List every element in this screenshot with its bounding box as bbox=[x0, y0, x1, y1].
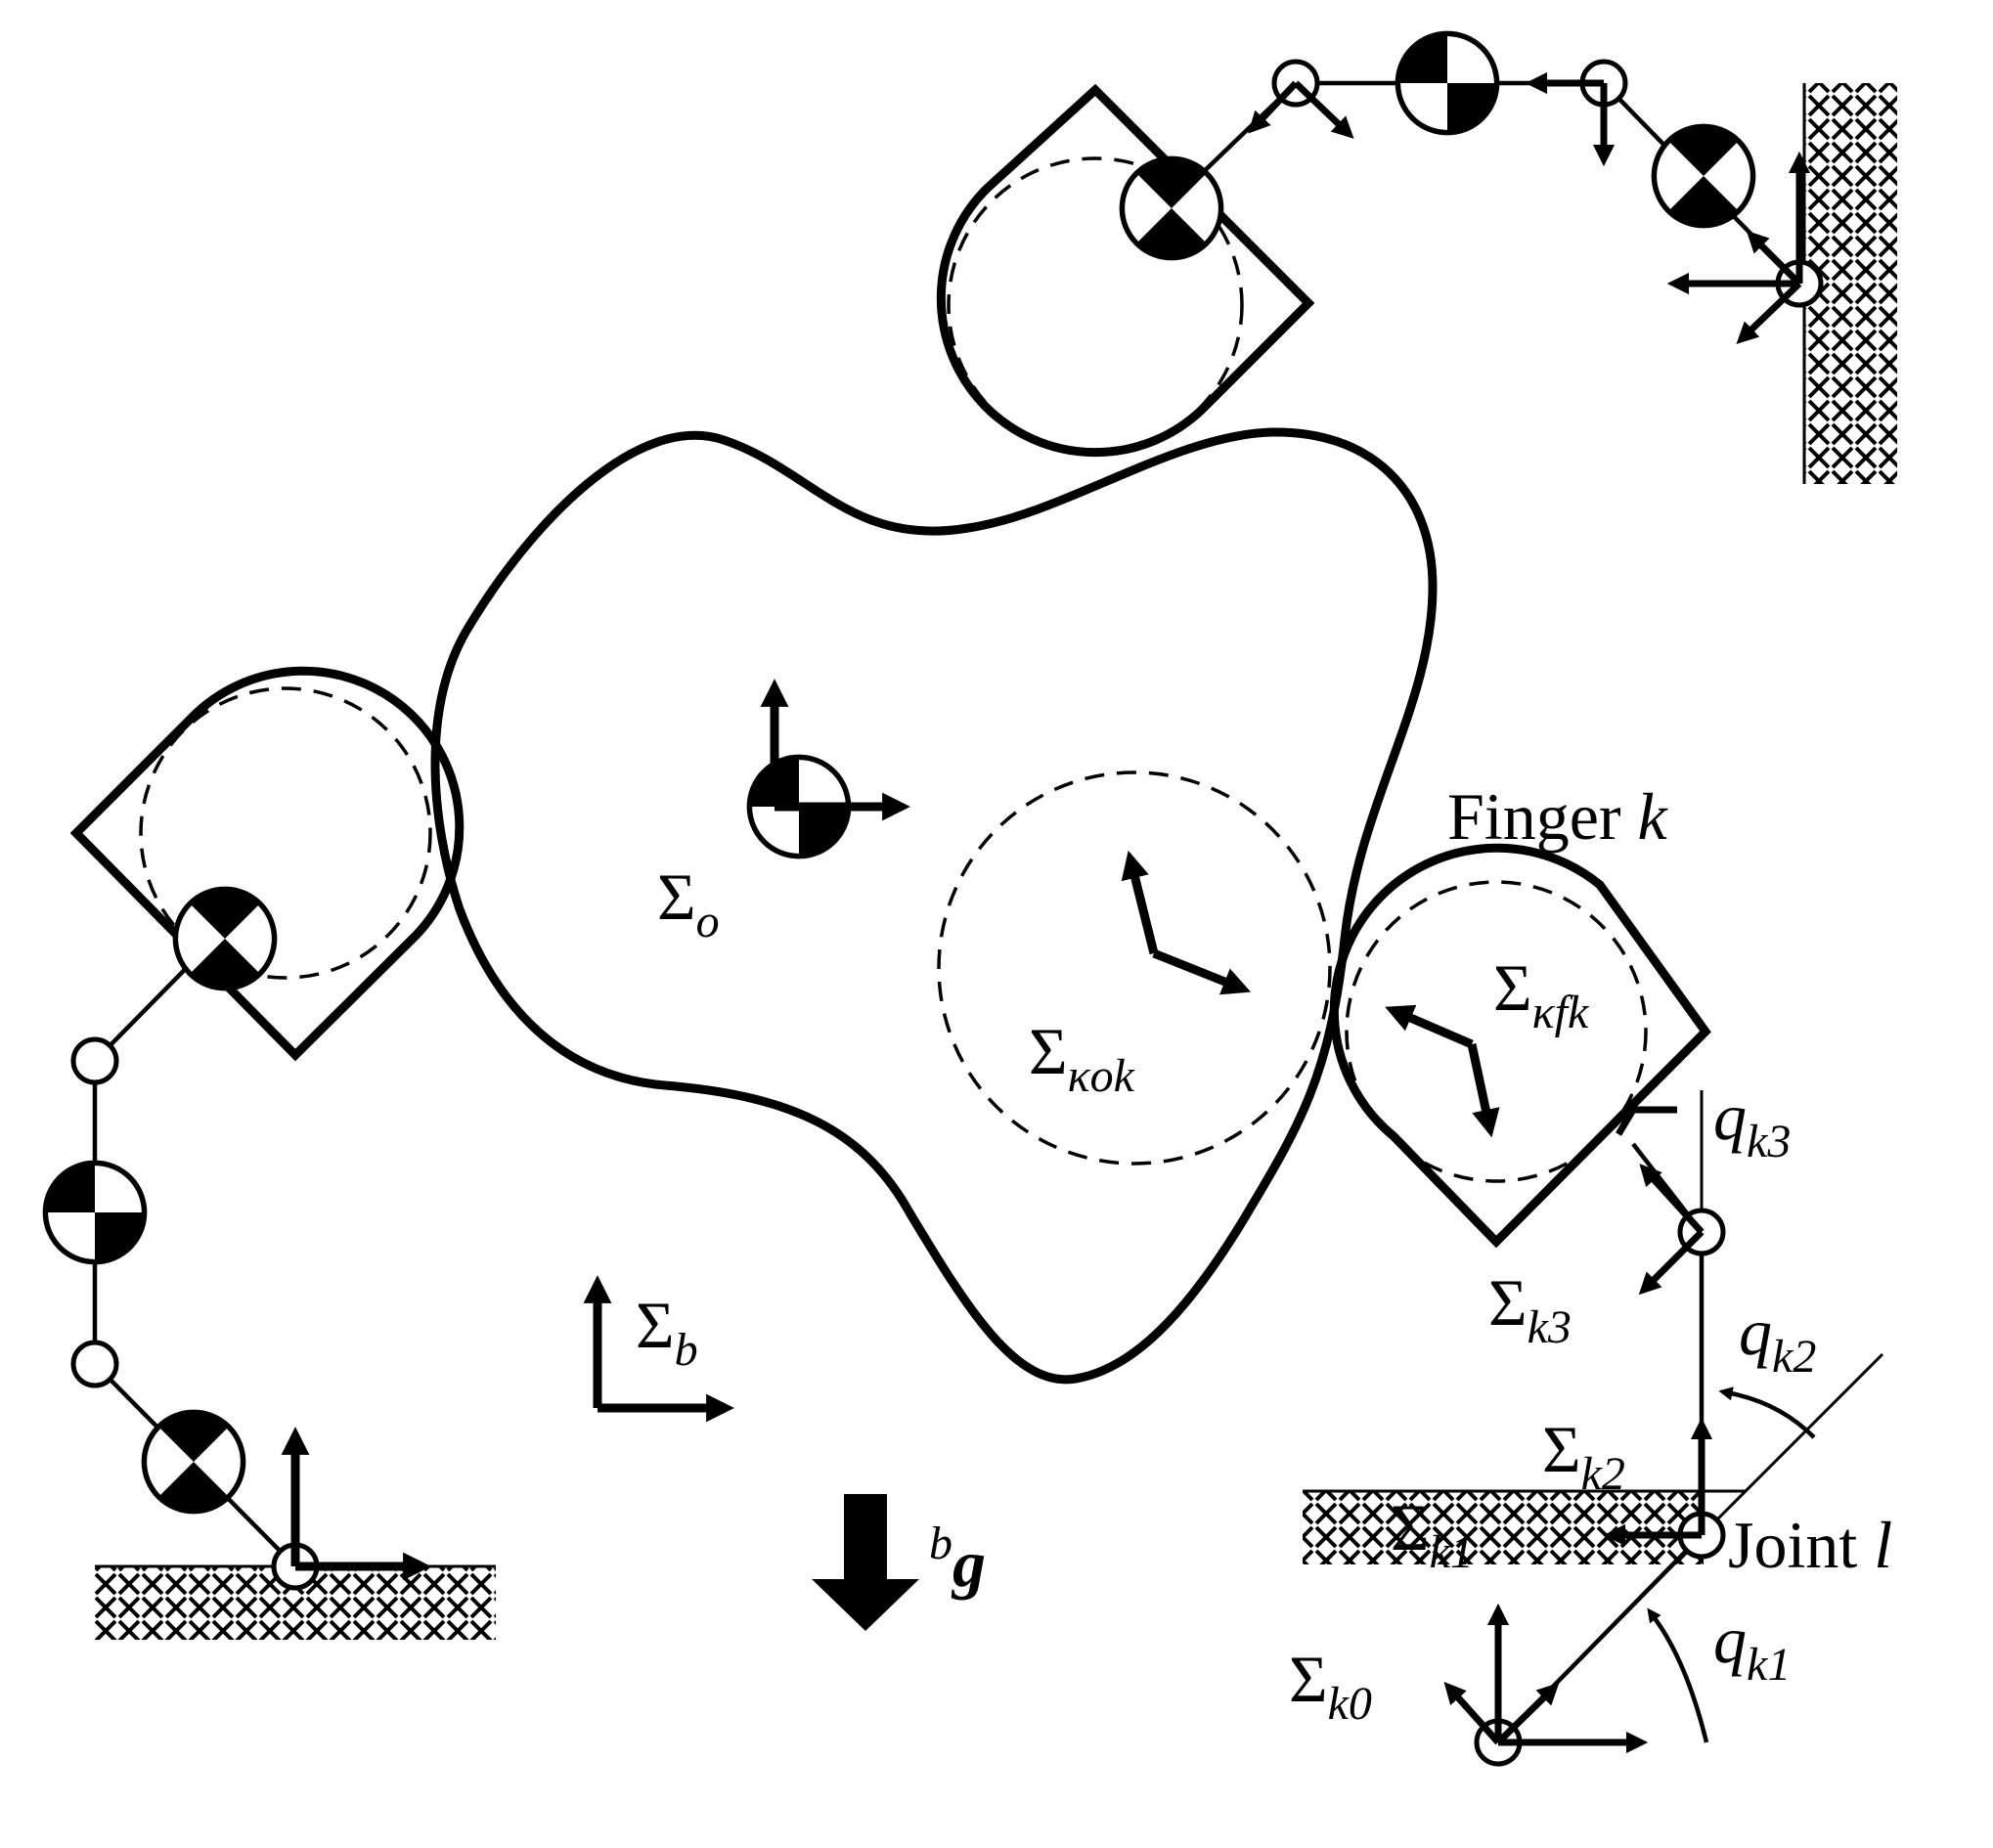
label-joint-l: Joint l bbox=[1728, 1508, 1892, 1582]
frame-k0-axis-b bbox=[1495, 1682, 1560, 1745]
left-link1-com bbox=[144, 1412, 243, 1511]
label-q-k2: qk2 bbox=[1739, 1295, 1816, 1383]
label-sigma-kok: Σκok bbox=[1029, 1014, 1136, 1102]
label-finger-k: Finger k bbox=[1447, 779, 1669, 854]
ground-right bbox=[1303, 1491, 1704, 1564]
top-link2-com bbox=[1397, 33, 1496, 132]
top-joint1-frame-a bbox=[1248, 80, 1299, 134]
object-contact-frame bbox=[1121, 850, 1252, 995]
left-fingertip-com bbox=[175, 889, 274, 988]
contact-frame-ok-a bbox=[1121, 850, 1159, 955]
label-sigma-b: Σb bbox=[636, 1288, 698, 1376]
left-fingertip-outline bbox=[69, 666, 465, 1062]
object-frame bbox=[749, 679, 910, 857]
label-sigma-k2: Σk2 bbox=[1542, 1412, 1625, 1500]
top-base-frame-diag-a bbox=[1746, 230, 1802, 286]
top-fingertip-com bbox=[1122, 158, 1220, 257]
label-sigma-k3: Σk3 bbox=[1488, 1265, 1572, 1353]
label-q-k3: qk3 bbox=[1713, 1079, 1791, 1167]
gravity-arrow bbox=[812, 1494, 919, 1631]
finger-contact-frame bbox=[1385, 1004, 1500, 1138]
top-fingertip-circle bbox=[947, 156, 1244, 454]
label-q-k1: qk1 bbox=[1713, 1603, 1791, 1691]
top-fingertip-outline bbox=[936, 83, 1315, 458]
label-sigma-k0: Σk0 bbox=[1289, 1642, 1372, 1730]
finger-k-tip-circle bbox=[1345, 880, 1648, 1183]
top-link1-com bbox=[1654, 126, 1752, 225]
top-base-frame-diag-b bbox=[1736, 281, 1802, 344]
left-link2-com bbox=[45, 1163, 144, 1261]
left-joint-1 bbox=[70, 1036, 119, 1085]
top-joint1-frame-b bbox=[1293, 80, 1354, 139]
left-fingertip-circle bbox=[139, 686, 432, 980]
frame-k3-axis-b bbox=[1638, 1229, 1705, 1296]
q-k1-arc bbox=[1647, 1607, 1709, 1743]
q-k3-arc bbox=[1615, 1106, 1677, 1136]
left-joint-2 bbox=[70, 1340, 119, 1388]
label-gravity: bg bbox=[929, 1518, 986, 1601]
label-sigma-o: Σo bbox=[657, 859, 720, 947]
joint-k2-reference-line bbox=[1700, 1352, 1884, 1537]
q-k2-arc bbox=[1718, 1386, 1816, 1439]
grasped-object bbox=[430, 427, 1438, 1385]
contact-frame-fk-a bbox=[1385, 1004, 1474, 1049]
object-contact-circle bbox=[937, 770, 1332, 1166]
top-finger bbox=[936, 33, 1824, 458]
label-sigma-kfk: Σκfk bbox=[1493, 950, 1590, 1038]
finger-k-tip-outline bbox=[1329, 843, 1711, 1249]
frame-k0-axis-a bbox=[1443, 1681, 1501, 1745]
left-finger bbox=[45, 666, 465, 1591]
finger-k bbox=[1329, 843, 1884, 1767]
contact-frame-ok-b bbox=[1152, 948, 1252, 995]
frame-k3-axis-a bbox=[1639, 1164, 1705, 1235]
label-sigma-k1: Σk1 bbox=[1391, 1490, 1474, 1578]
base-frame bbox=[583, 1275, 734, 1423]
contact-frame-fk-b bbox=[1467, 1043, 1500, 1138]
